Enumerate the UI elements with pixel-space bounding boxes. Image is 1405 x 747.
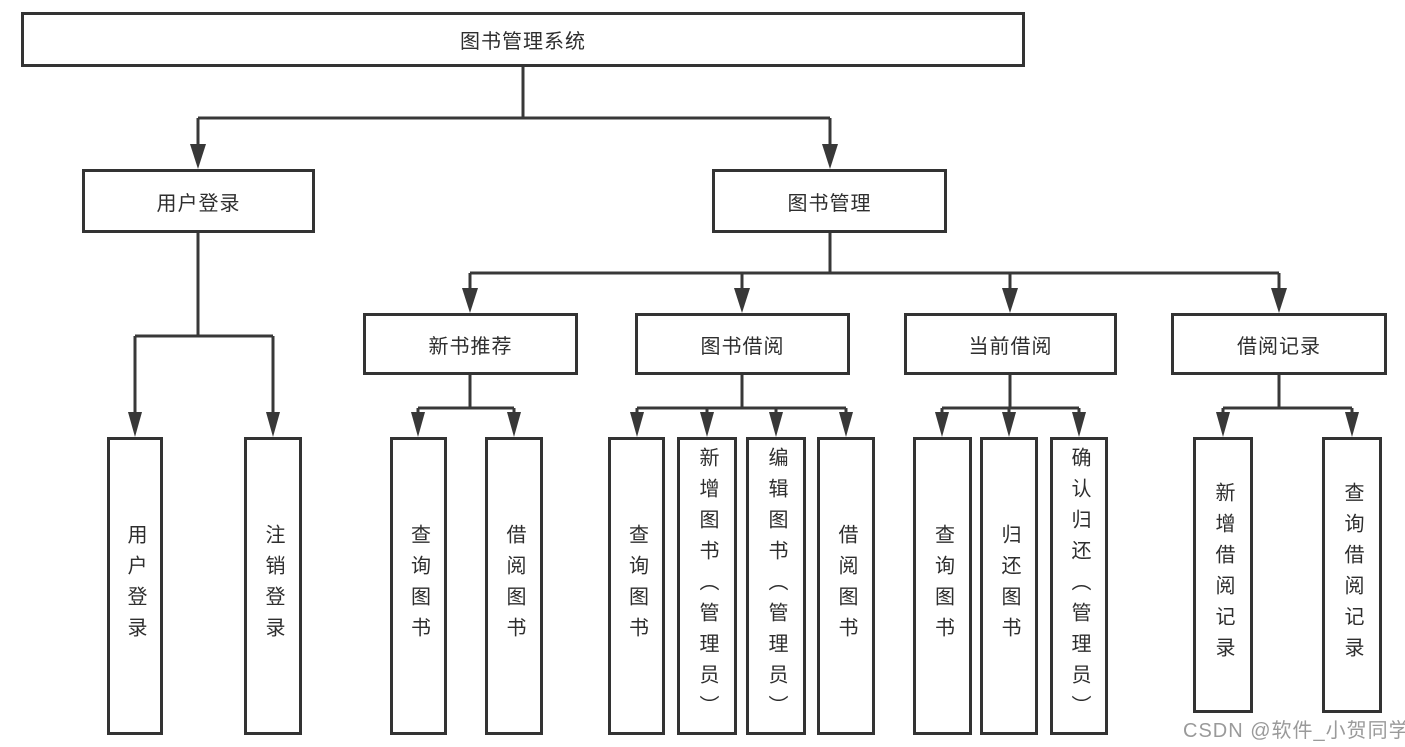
- node-library-management-system: 图书管理系统: [21, 12, 1025, 67]
- leaf-edit-book-admin: 编辑图书（管理员）: [746, 437, 806, 735]
- arrowhead-to-new-book-recommendation: [462, 288, 478, 313]
- leaf-borrow-books-borrowing: 借阅图书: [817, 437, 875, 735]
- leaf-logout: 注销登录: [244, 437, 302, 735]
- leaf-query-books-recommend: 查询图书: [390, 437, 447, 735]
- arrowhead-to-current-borrowing: [1002, 288, 1018, 313]
- leaf-query-books-borrowing: 查询图书: [608, 437, 665, 735]
- node-borrowing-records: 借阅记录: [1171, 313, 1387, 375]
- leaf-add-borrow-record: 新增借阅记录: [1193, 437, 1253, 713]
- node-user-login: 用户登录: [82, 169, 315, 233]
- leaf-add-book-admin: 新增图书（管理员）: [677, 437, 737, 735]
- leaf-borrow-books-recommend: 借阅图书: [485, 437, 543, 735]
- leaf-query-borrow-record: 查询借阅记录: [1322, 437, 1382, 713]
- arrowhead-to-book-borrowing: [734, 288, 750, 313]
- node-new-book-recommendation: 新书推荐: [363, 313, 578, 375]
- arrowhead-to-user-login: [190, 144, 206, 169]
- arrowhead-to-logout-leaf: [266, 412, 280, 437]
- node-book-management: 图书管理: [712, 169, 947, 233]
- leaf-confirm-return-admin: 确认归还（管理员）: [1050, 437, 1108, 735]
- leaf-return-books: 归还图书: [980, 437, 1038, 735]
- arrowhead-to-borrowing-records: [1271, 288, 1287, 313]
- node-current-borrowing: 当前借阅: [904, 313, 1117, 375]
- arrowhead-to-login-leaf: [128, 412, 142, 437]
- arrowhead-to-book-management: [822, 144, 838, 169]
- watermark: CSDN @软件_小贺同学: [1183, 720, 1405, 742]
- leaf-query-books-current: 查询图书: [913, 437, 972, 735]
- leaf-user-login: 用户登录: [107, 437, 163, 735]
- node-book-borrowing: 图书借阅: [635, 313, 850, 375]
